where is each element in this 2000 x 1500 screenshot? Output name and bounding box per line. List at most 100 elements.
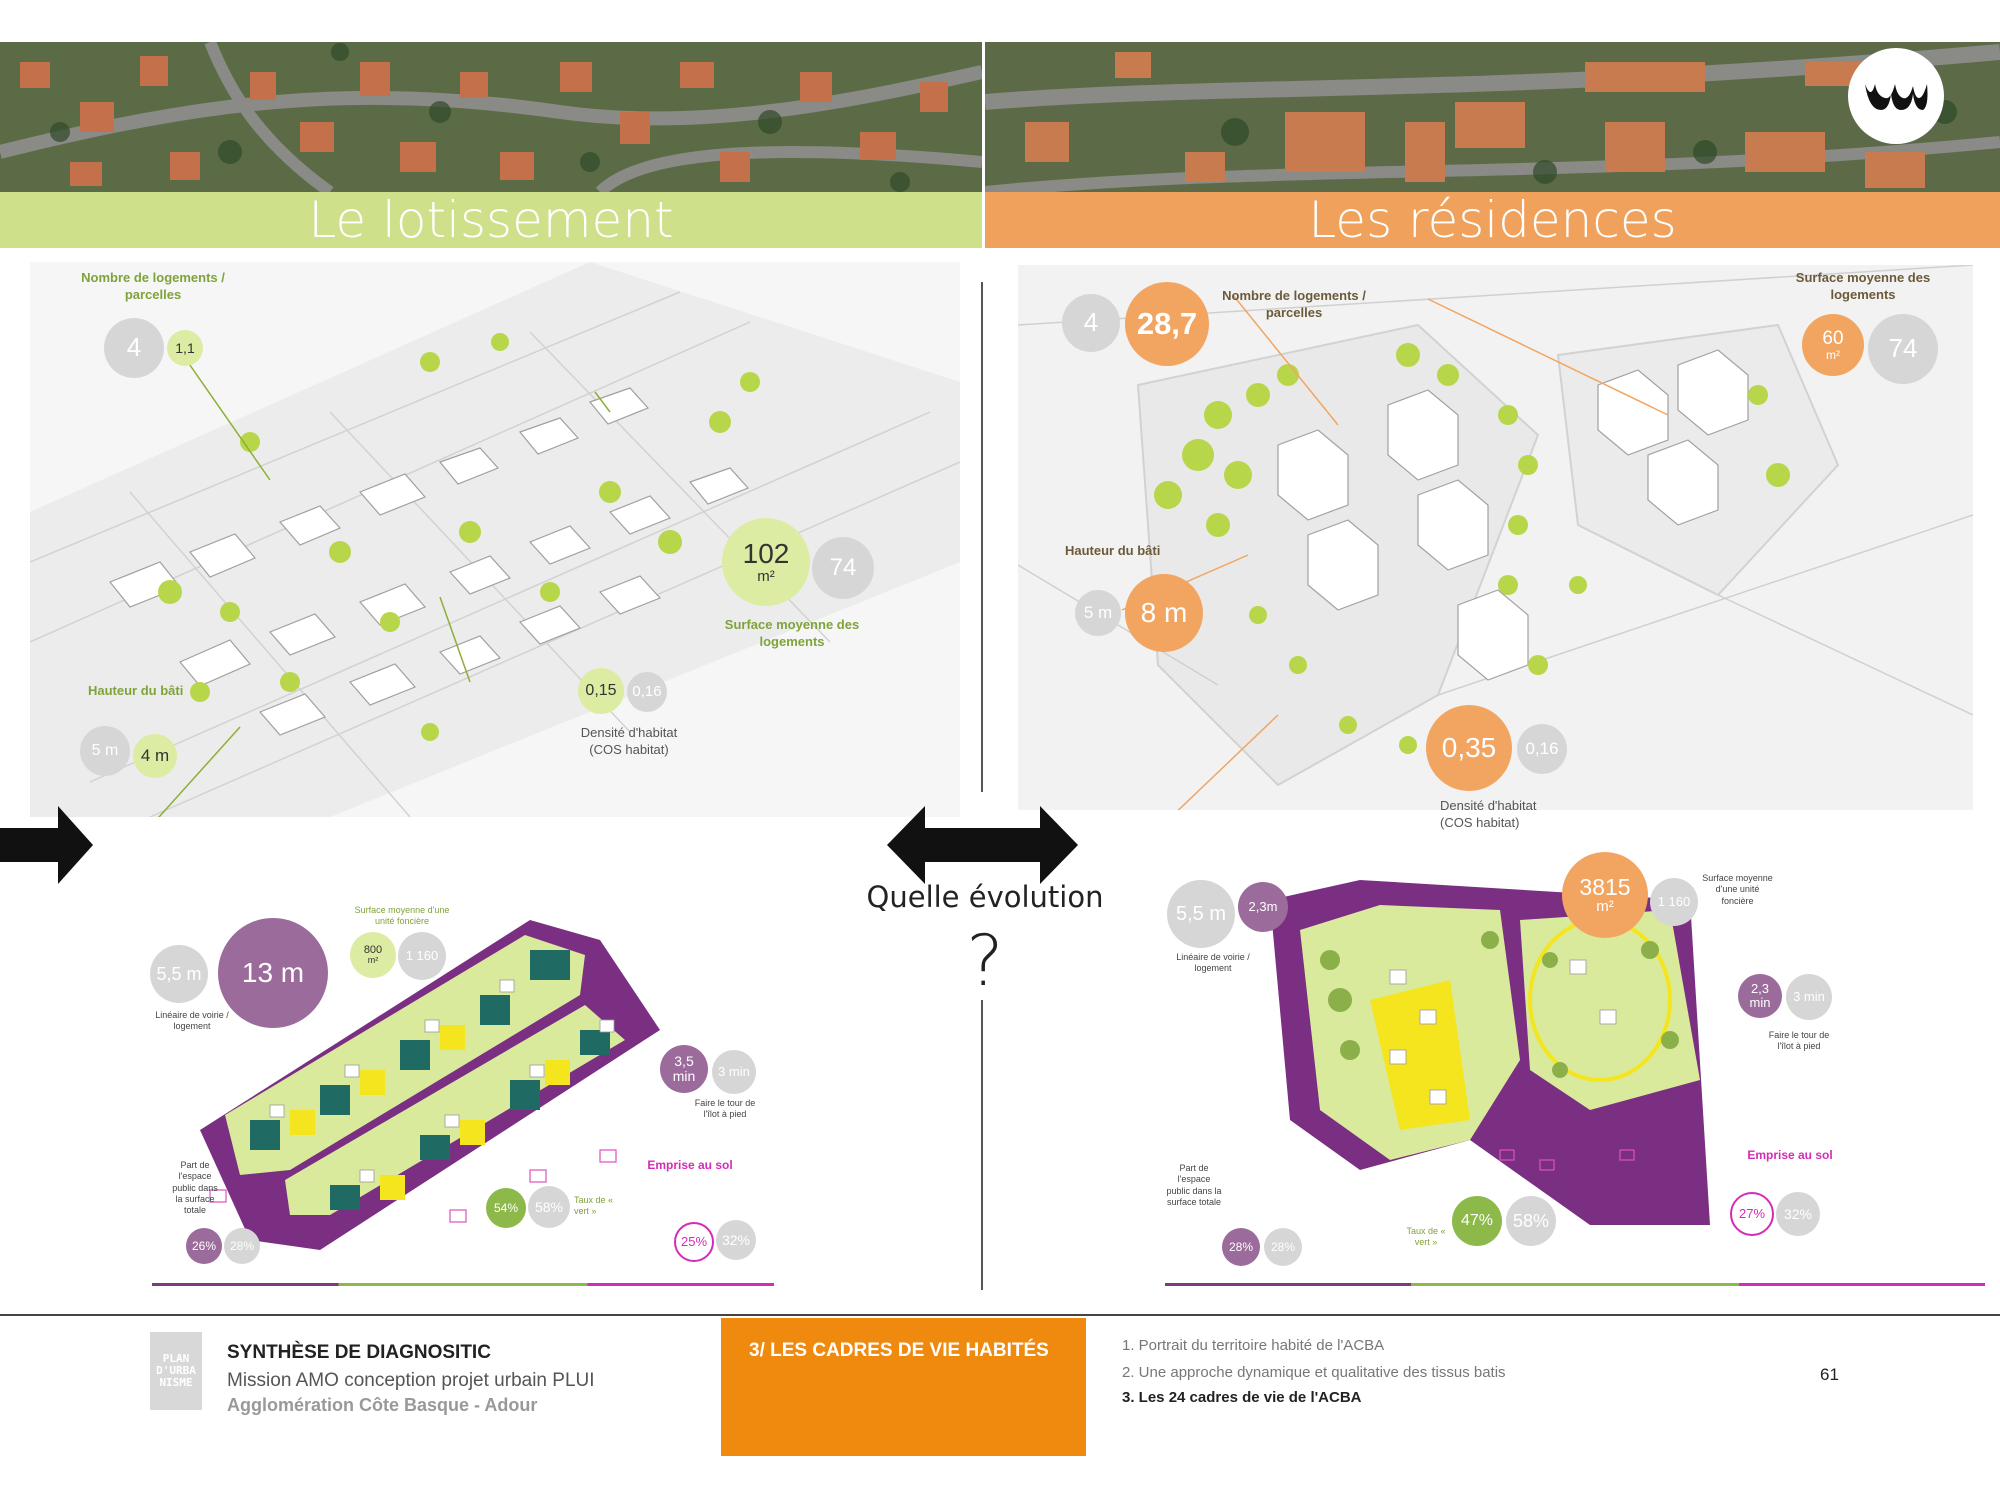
label-densite-left: Densité d'habitat (COS habitat) xyxy=(580,725,678,757)
label-voirie-right: Linéaire de voirie / logement xyxy=(1176,952,1250,974)
value-circle-voirie-left: 13 m xyxy=(218,918,328,1028)
footer-mission: Mission AMO conception projet urbain PLU… xyxy=(227,1370,595,1391)
ref-circle-tour-right: 3 min xyxy=(1786,974,1832,1020)
value-circle-public-right: 28% xyxy=(1222,1228,1260,1266)
ref-circle-surface-left: 74 xyxy=(812,537,874,599)
center-divider xyxy=(981,282,983,792)
ref-circle-parcelles-left: 4 xyxy=(104,318,164,378)
label-hauteur-right: Hauteur du bâti xyxy=(1065,543,1161,558)
ref-circle-surface-unite-left: 1 160 xyxy=(398,932,446,980)
value-circle-surface-unite-left: 800 m² xyxy=(350,932,396,978)
label-voirie-left: Linéaire de voirie / logement xyxy=(155,1010,229,1032)
value-circle-densite-right: 0,35 xyxy=(1426,705,1512,791)
label-public-left: Part de l'espace public dans la surface … xyxy=(172,1160,218,1215)
label-densite-right: Densité d'habitat (COS habitat) xyxy=(1440,798,1537,830)
banner-lotissement: Le lotissement xyxy=(0,192,982,248)
plan-urbanisme-logo: PLAN D'URBA NISME xyxy=(150,1332,202,1410)
question-evolution: Quelle évolution xyxy=(866,880,1104,914)
value-circle-vert-right: 47% xyxy=(1452,1196,1502,1246)
title-lotissement: Le lotissement xyxy=(308,191,674,249)
value-circle-vert-left: 54% xyxy=(486,1188,526,1228)
label-emprise-left: Emprise au sol xyxy=(647,1158,733,1172)
ref-circle-public-right: 28% xyxy=(1264,1228,1302,1266)
value-circle-tour-right: 2,3 min xyxy=(1738,974,1782,1018)
surface-right-value: 60 xyxy=(1822,327,1844,349)
brand-logo xyxy=(1848,48,1944,144)
baseline-right xyxy=(1165,1283,1985,1286)
value-circle-surface-right: 60 m² xyxy=(1802,314,1864,376)
value-circle-public-left: 26% xyxy=(186,1228,222,1264)
aerial-photo-lotissement xyxy=(0,42,982,192)
surface-left-value: 102 xyxy=(742,538,790,570)
page-number: 61 xyxy=(1820,1365,1839,1384)
question-mark: ? xyxy=(966,920,1004,1002)
surface-unite-left-value: 800 xyxy=(363,943,383,956)
value-circle-hauteur-left: 4 m xyxy=(133,734,177,778)
ref-circle-tour-left: 3 min xyxy=(712,1050,756,1094)
footer-section-title: 3/ LES CADRES DE VIE HABITÉS xyxy=(749,1340,1049,1361)
value-circle-parcelles-right: 28,7 xyxy=(1125,282,1209,366)
footer-doc-title: SYNTHÈSE DE DIAGNOSITIC xyxy=(227,1342,491,1363)
label-vert-right: Taux de « vert » xyxy=(1406,1226,1446,1248)
label-emprise-right: Emprise au sol xyxy=(1747,1148,1833,1162)
ref-circle-emprise-right: 32% xyxy=(1776,1192,1820,1236)
value-circle-voirie-right: 2,3m xyxy=(1238,882,1288,932)
label-parcelles-right: Nombre de logements / parcelles xyxy=(1222,288,1366,320)
toc-item-1[interactable]: 1. Portrait du territoire habité de l'AC… xyxy=(1122,1337,1385,1354)
label-vert-left: Taux de « vert » xyxy=(574,1195,614,1217)
baseline-left xyxy=(152,1283,774,1286)
ref-circle-voirie-left: 5,5 m xyxy=(150,945,208,1003)
label-tour-right: Faire le tour de l'îlot à pied xyxy=(1768,1030,1830,1052)
ref-circle-vert-left: 58% xyxy=(528,1186,570,1228)
tour-right-value: 2,3 xyxy=(1750,981,1770,997)
center-divider-lower xyxy=(981,1000,983,1290)
tour-right-unit: min xyxy=(1749,995,1771,1010)
label-surface-left: Surface moyenne des logements xyxy=(724,617,860,649)
plan-lotissement xyxy=(200,920,660,1250)
label-parcelles-left: Nombre de logements / parcelles xyxy=(81,270,225,302)
surface-unite-left-unit: m² xyxy=(367,955,379,966)
toc-item-2[interactable]: 2. Une approche dynamique et qualitative… xyxy=(1122,1364,1506,1381)
logo-mark-icon xyxy=(1865,84,1928,110)
ref-circle-densite-right: 0,16 xyxy=(1517,724,1567,774)
value-circle-emprise-left: 25% xyxy=(674,1222,714,1262)
aerial-photo-residences xyxy=(985,42,2000,192)
label-surface-right: Surface moyenne des logements xyxy=(1795,270,1931,302)
ref-circle-densite-left: 0,16 xyxy=(627,672,667,712)
footer-agglo: Agglomération Côte Basque - Adour xyxy=(227,1395,538,1415)
label-surface-unite-left: Surface moyenne d'une unité foncière xyxy=(354,905,450,927)
surface-right-unit: m² xyxy=(1826,347,1840,362)
value-circle-densite-left: 0,15 xyxy=(578,668,624,714)
value-circle-tour-left: 3,5 min xyxy=(660,1045,708,1093)
value-circle-surface-left: 102 m² xyxy=(722,518,810,606)
plan-residences xyxy=(1270,880,1710,1225)
footer-section-box: 3/ LES CADRES DE VIE HABITÉS xyxy=(721,1318,1086,1456)
title-residences: Les résidences xyxy=(1308,191,1677,249)
value-circle-emprise-right: 27% xyxy=(1730,1192,1774,1236)
ref-circle-hauteur-left: 5 m xyxy=(80,726,130,776)
ref-circle-public-left: 28% xyxy=(224,1228,260,1264)
ref-circle-surface-unite-right: 1 160 xyxy=(1650,878,1698,926)
surface-unite-right-value: 3815 xyxy=(1579,874,1631,901)
ref-circle-vert-right: 58% xyxy=(1506,1196,1556,1246)
label-public-right: Part de l'espace public dans la surface … xyxy=(1166,1163,1222,1207)
surface-left-unit: m² xyxy=(757,567,775,585)
illustration-lotissement-3d xyxy=(30,262,960,817)
label-tour-left: Faire le tour de l'îlot à pied xyxy=(694,1098,756,1120)
value-circle-parcelles-left: 1,1 xyxy=(167,330,203,366)
tour-left-unit: min xyxy=(672,1068,696,1084)
value-circle-hauteur-right: 8 m xyxy=(1125,574,1203,652)
label-surface-unite-right: Surface moyenne d'une unité foncière xyxy=(1702,873,1773,906)
toc-item-3[interactable]: 3. Les 24 cadres de vie de l'ACBA xyxy=(1122,1389,1362,1406)
ref-circle-hauteur-right: 5 m xyxy=(1075,590,1121,636)
footer-divider xyxy=(0,1314,2000,1316)
ref-circle-voirie-right: 5,5 m xyxy=(1167,880,1235,948)
logo-text: PLAN D'URBA NISME xyxy=(156,1351,196,1390)
tour-left-value: 3,5 xyxy=(674,1053,694,1070)
value-circle-surface-unite-right: 3815 m² xyxy=(1562,852,1648,938)
label-hauteur-left: Hauteur du bâti xyxy=(88,683,184,698)
ref-circle-surface-right: 74 xyxy=(1868,314,1938,384)
ref-circle-emprise-left: 32% xyxy=(716,1220,756,1260)
arrow-right-icon xyxy=(0,806,93,884)
banner-residences: Les résidences xyxy=(985,192,2000,248)
